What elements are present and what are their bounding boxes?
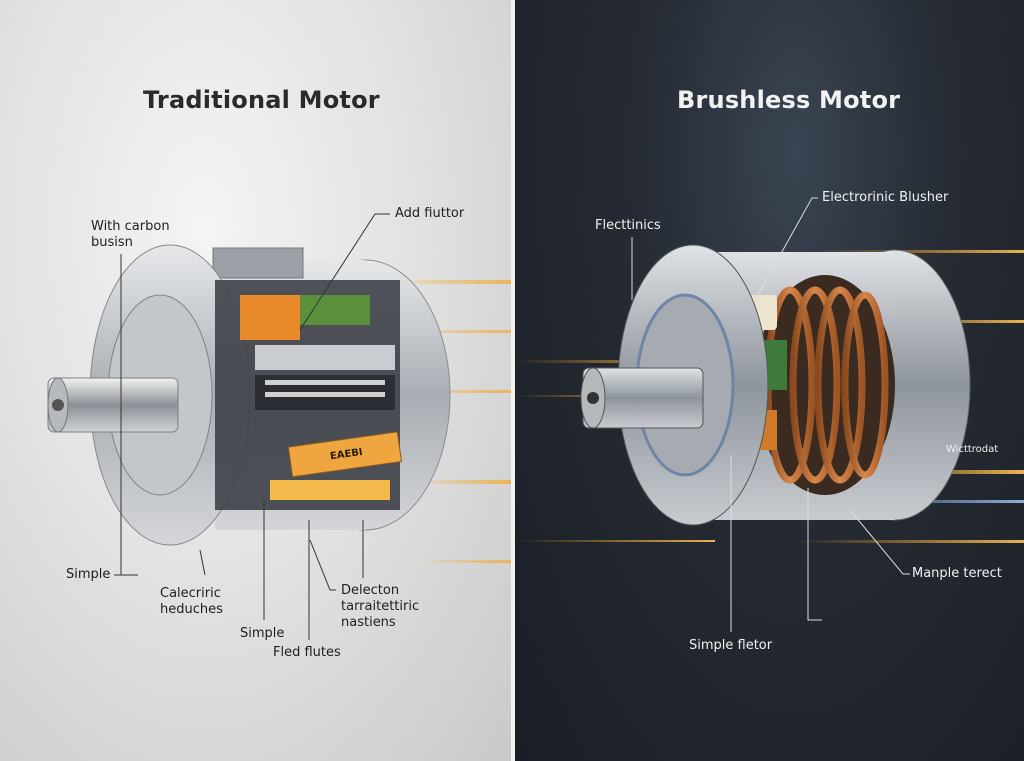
traditional-motor-panel: EAEBI Traditional Motor With carbon busi…	[0, 0, 511, 761]
label-manple-terect: Manple terect	[912, 566, 1002, 581]
label-calecriric-heduches: Calecriric heduches	[160, 586, 223, 617]
traditional-motor-illustration: EAEBI	[47, 213, 511, 640]
label-electrorinic-blusher: Electrorinic Blusher	[822, 190, 949, 205]
label-add-fiuttor: Add fiuttor	[395, 206, 465, 221]
label-flecttinics: Flecttinics	[595, 218, 661, 233]
label-fled-flutes: Fled flutes	[273, 645, 341, 660]
leader-lines	[114, 213, 390, 640]
label-simple-fletor: Simple fletor	[689, 638, 773, 653]
label-simple: Simple	[66, 567, 111, 582]
leader-lines	[631, 197, 910, 632]
speed-streaks	[380, 280, 511, 563]
brushless-motor-illustration	[515, 197, 1024, 632]
traditional-motor-title: Traditional Motor	[143, 86, 380, 114]
label-delecton: Delecton tarraitettiric nastiens	[341, 583, 420, 630]
label-wicttrodat: Wicttrodat	[946, 444, 999, 455]
brushless-motor-title: Brushless Motor	[677, 86, 901, 114]
svg-text:EAEBI: EAEBI	[329, 447, 363, 462]
label-simple-2: Simple	[240, 626, 285, 641]
part-label-plate: EAEBI	[287, 431, 403, 478]
label-with-carbon-brushes: With carbon busisn	[91, 219, 170, 250]
brushless-motor-panel: Brushless Motor Flecttinics Electrorinic…	[515, 0, 1024, 761]
copper-windings	[764, 286, 889, 484]
panel-divider	[511, 0, 515, 761]
